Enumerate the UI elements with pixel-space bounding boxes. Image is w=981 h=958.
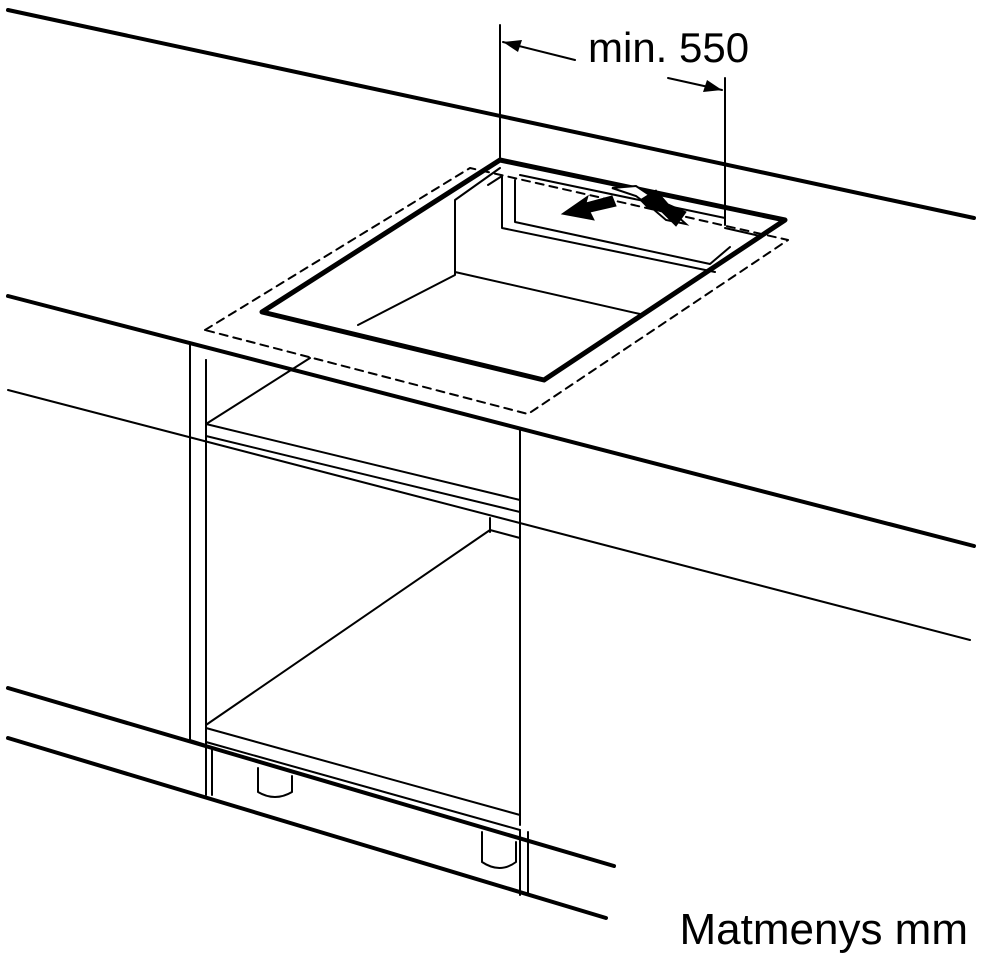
cabinet-shelf-front bbox=[205, 423, 521, 501]
dimension-arrowhead-right bbox=[703, 80, 722, 92]
cutout-inner-left-wall bbox=[357, 167, 501, 326]
cabinet-floor-front-lower bbox=[205, 741, 521, 831]
plinth-bottom-line bbox=[6, 736, 608, 920]
cutout-right-corner bbox=[724, 227, 761, 256]
dimension-label: min. 550 bbox=[588, 24, 749, 71]
dimension-arrowhead-left bbox=[503, 40, 522, 52]
worktop-front-edge bbox=[6, 294, 976, 548]
cabinet-left-side bbox=[189, 344, 207, 746]
cutout-inner-floor-edge bbox=[454, 271, 641, 315]
units-note: Matmenys mm bbox=[680, 905, 968, 954]
cabinet-shelf-back bbox=[205, 357, 311, 425]
cabinet-shelf-front-lower bbox=[205, 435, 521, 513]
airflow-arrow-out-icon bbox=[560, 194, 617, 221]
airflow-arrow-back-icon bbox=[639, 189, 687, 227]
worktop-bottom-edge bbox=[7, 389, 971, 641]
cutout-back-rim bbox=[519, 174, 726, 219]
plinth-top-line bbox=[6, 686, 616, 868]
worktop-back-edge bbox=[6, 8, 976, 220]
cutout-back-ledge bbox=[514, 179, 731, 265]
cabinet-floor-front bbox=[205, 727, 521, 816]
cabinet-foot-right bbox=[481, 831, 517, 869]
cabinet-inner-back bbox=[205, 529, 521, 726]
cabinet-foot-left bbox=[257, 767, 293, 798]
hob-outline-dashed bbox=[204, 167, 789, 415]
cutout-opening bbox=[259, 157, 788, 383]
cutout-back-ledge-inner bbox=[487, 175, 716, 273]
